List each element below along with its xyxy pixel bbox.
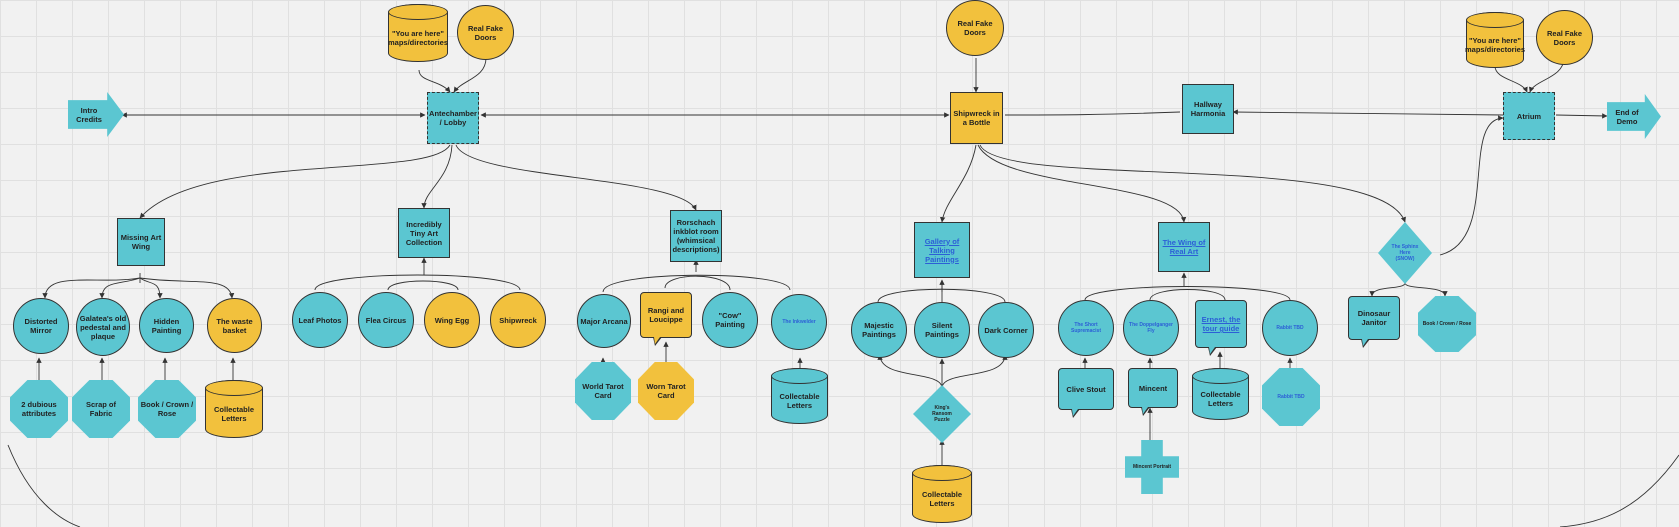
antechamber-lobby[interactable]: Antechamber / Lobby (427, 92, 479, 144)
rabbit-tbd-2[interactable]: Rabbit TBD (1262, 368, 1320, 426)
rorschach-inkblot-room[interactable]: Rorschach inkblot room (whimsical descri… (670, 210, 722, 262)
mincent[interactable]: Mincent (1128, 368, 1178, 416)
the-inkwelder[interactable]: The Inkwelder (771, 294, 827, 350)
dinosaur-janitor[interactable]: Dinosaur Janitor (1348, 296, 1400, 348)
connector (1494, 65, 1528, 93)
rabbit-tbd[interactable]: Rabbit TBD (1262, 300, 1318, 356)
missing-art-wing[interactable]: Missing Art Wing (117, 218, 165, 266)
galatea-pedestal[interactable]: Galatea's old pedestal and plaque (76, 298, 130, 356)
short-supremacist[interactable]: The Short Supremacist (1058, 300, 1114, 356)
world-tarot-card[interactable]: World Tarot Card (575, 362, 631, 420)
connector (314, 274, 521, 291)
connector (1559, 454, 1679, 527)
connector (7, 444, 81, 527)
collectable-letters-4[interactable]: Collectable Letters (1192, 368, 1249, 420)
connector (1149, 289, 1226, 301)
connector (1369, 282, 1406, 297)
atrium[interactable]: Atrium (1503, 92, 1555, 140)
you-are-here-maps-2[interactable]: "You are here" maps/directories (1465, 12, 1525, 68)
rangi-and-loucippe[interactable]: Rangi and Loucippe (640, 292, 692, 346)
connector (139, 277, 163, 299)
connector (941, 354, 1008, 389)
leaf-photos[interactable]: Leaf Photos (292, 292, 348, 348)
you-are-here-maps-1[interactable]: "You are here" maps/directories (388, 4, 448, 62)
majestic-paintings[interactable]: Majestic Paintings (851, 302, 907, 358)
connector (455, 144, 697, 211)
scrap-of-fabric[interactable]: Scrap of Fabric (72, 380, 130, 438)
flea-circus[interactable]: Flea Circus (358, 292, 414, 348)
real-fake-doors-1[interactable]: Real Fake Doors (457, 5, 514, 60)
book-crown-rose[interactable]: Book / Crown / Rose (138, 380, 196, 438)
shipwreck-in-a-bottle[interactable]: Shipwreck in a Bottle (950, 92, 1003, 144)
hidden-painting[interactable]: Hidden Painting (139, 298, 194, 353)
worn-tarot-card[interactable]: Worn Tarot Card (638, 362, 694, 420)
connector (387, 280, 459, 291)
connector (877, 288, 1006, 303)
collectable-letters-2[interactable]: Collectable Letters (771, 368, 828, 424)
connector (42, 277, 141, 299)
doppelganger-fly[interactable]: The Doppelganger Fly (1123, 300, 1179, 356)
collectable-letters-1[interactable]: Collectable Letters (205, 380, 263, 438)
cow-painting[interactable]: "Cow" Painting (702, 292, 758, 348)
connector (139, 144, 451, 219)
silent-paintings[interactable]: Silent Paintings (914, 302, 970, 358)
shipwreck-item[interactable]: Shipwreck (490, 292, 546, 348)
wing-of-real-art[interactable]: The Wing of Real Art (1158, 222, 1210, 272)
real-fake-doors-2[interactable]: Real Fake Doors (946, 0, 1004, 56)
connector (421, 144, 453, 209)
connector (1084, 286, 1291, 301)
connector (1439, 115, 1504, 256)
wing-egg[interactable]: Wing Egg (424, 292, 480, 348)
connector (1555, 113, 1608, 119)
connector (977, 144, 1187, 223)
incredibly-tiny-art-collection[interactable]: Incredibly Tiny Art Collection (398, 208, 450, 258)
connector (602, 274, 791, 293)
connector (453, 57, 487, 93)
connector (139, 277, 235, 299)
connector (979, 144, 1406, 223)
real-fake-doors-3[interactable]: Real Fake Doors (1536, 10, 1593, 65)
connector (99, 277, 141, 299)
connector (418, 69, 451, 93)
dark-corner[interactable]: Dark Corner (978, 302, 1034, 358)
major-arcana[interactable]: Major Arcana (577, 294, 631, 348)
distorted-mirror[interactable]: Distorted Mirror (13, 298, 69, 354)
connector (1004, 111, 1181, 116)
connector (939, 144, 977, 223)
connector (1404, 282, 1448, 297)
connector (1232, 109, 1504, 116)
connector (877, 354, 943, 389)
book-crown-rose-right[interactable]: Book / Crown / Rose (1418, 296, 1476, 352)
gallery-of-talking-paintings[interactable]: Gallery of Talking Paintings (914, 222, 970, 278)
connector (664, 275, 731, 291)
ernest-tour-guide[interactable]: Ernest, the tour guide (1195, 300, 1247, 356)
two-dubious-attributes[interactable]: 2 dubious attributes (10, 380, 68, 438)
hallway-harmonia[interactable]: Hallway Harmonia (1182, 84, 1234, 134)
clive-stout[interactable]: Clive Stout (1058, 368, 1114, 418)
waste-basket[interactable]: The waste basket (207, 298, 262, 353)
collectable-letters-3[interactable]: Collectable Letters (912, 465, 972, 523)
